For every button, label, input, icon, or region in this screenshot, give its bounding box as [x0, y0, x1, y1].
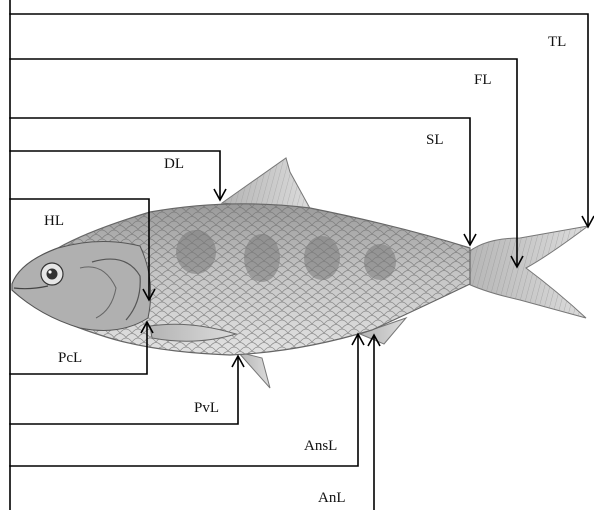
label-fl: FL — [474, 72, 492, 88]
label-pvl: PvL — [194, 400, 219, 416]
label-dl: DL — [164, 156, 184, 172]
label-ansl: AnsL — [304, 438, 337, 454]
label-sl: SL — [426, 132, 444, 148]
dl-line — [10, 151, 220, 199]
fish-eye — [41, 263, 63, 285]
label-hl: HL — [44, 213, 64, 229]
pelvic-fin — [238, 352, 270, 388]
fish-head — [12, 241, 151, 330]
label-anl: AnL — [318, 490, 346, 506]
label-pcl: PcL — [58, 350, 82, 366]
label-tl: TL — [548, 34, 566, 50]
fish-illustration — [12, 158, 588, 388]
